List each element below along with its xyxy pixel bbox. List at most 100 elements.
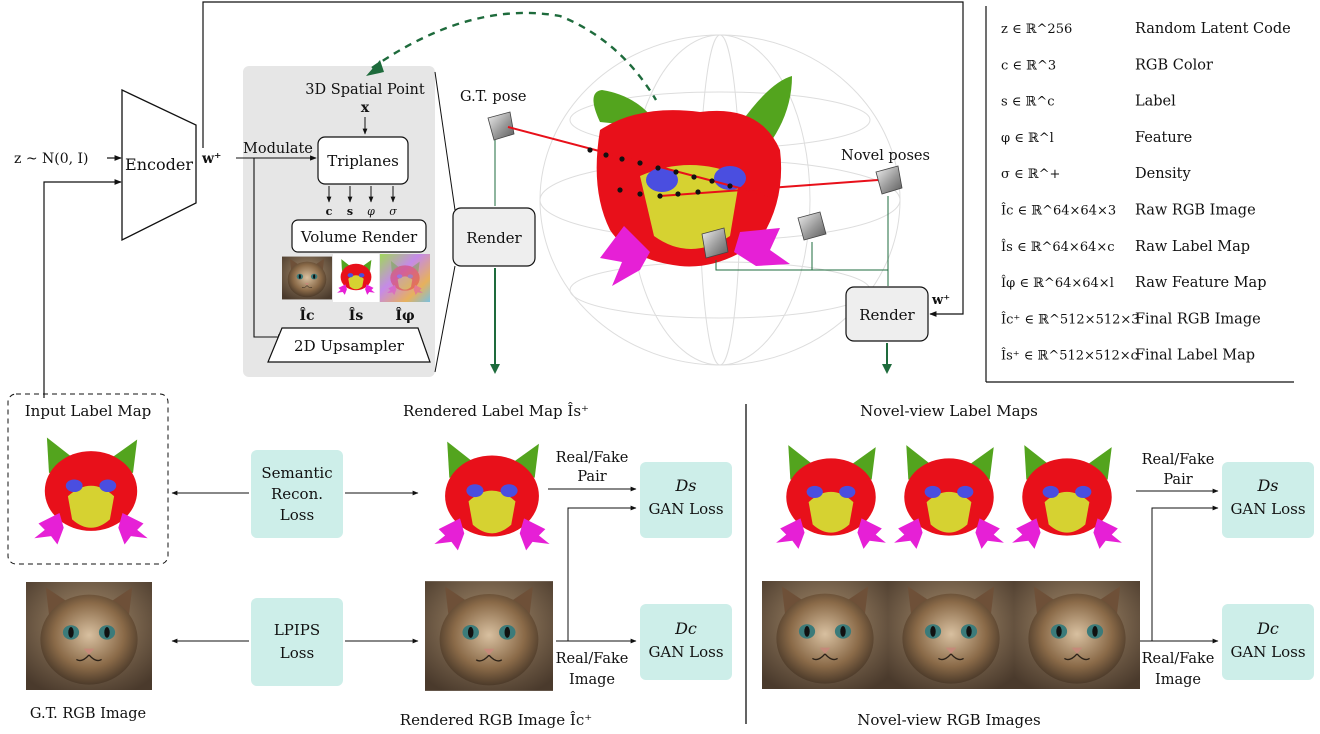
- legend-desc-0: Random Latent Code: [1135, 21, 1291, 37]
- real-fake-pair-left-2: Pair: [577, 469, 606, 485]
- dc-gan-loss-box-right: [1222, 604, 1314, 680]
- input-label-map-title: Input Label Map: [25, 402, 152, 420]
- legend-symbol-1: c ∈ ℝ^3: [1001, 58, 1056, 73]
- upsampler-label: 2D Upsampler: [294, 337, 405, 355]
- dc-label-left: Dc: [674, 619, 697, 638]
- dc-label-right: Dc: [1256, 619, 1279, 638]
- raw-label-map-label: Îs: [349, 306, 364, 324]
- lpips-loss-box: [251, 598, 343, 686]
- semantic-loss-line1: Semantic: [261, 464, 332, 482]
- w-plus-feedback-line: [202, 1, 964, 317]
- novel-poses-label: Novel poses: [841, 148, 930, 164]
- ds-label-right: Ds: [1256, 476, 1278, 495]
- novel-rgb-image-1: [762, 580, 888, 690]
- zoom-line-top: [434, 71, 456, 211]
- raw-feature-label: Îφ: [395, 306, 414, 324]
- lpips-loss-line2: Loss: [280, 644, 314, 662]
- gt-pose-label: G.T. pose: [460, 89, 526, 105]
- ds-gan-loss-box-right: [1222, 462, 1314, 538]
- camera-pose-icon: [701, 227, 729, 259]
- legend-symbol-0: z ∈ ℝ^256: [1001, 22, 1072, 37]
- novel-rgb-image-3: [1014, 580, 1140, 690]
- novel-label-map-1: [776, 445, 886, 549]
- feedback-arrowhead: [366, 60, 384, 76]
- render-block-right: [845, 286, 929, 342]
- novel-rgb-images-caption: Novel-view RGB Images: [857, 711, 1040, 729]
- real-fake-pair-right-2: Pair: [1163, 472, 1192, 488]
- rendered-label-map-image: [434, 441, 550, 551]
- scene-sphere: [539, 34, 901, 366]
- latent-z-label: z ~ N(0, I): [14, 151, 89, 167]
- real-fake-image-right-2: Image: [1155, 672, 1201, 688]
- render-label-left: Render: [466, 229, 522, 247]
- legend-desc-9: Final Label Map: [1135, 348, 1255, 364]
- real-fake-image-right-1: Real/Fake: [1142, 651, 1215, 667]
- label-map-icon: [333, 254, 379, 302]
- legend-desc-1: RGB Color: [1135, 57, 1213, 73]
- real-fake-pair-right-1: Real/Fake: [1142, 452, 1215, 468]
- legend-rows: z ∈ ℝ^256 Random Latent Code c ∈ ℝ^3 RGB Co…: [1001, 21, 1291, 364]
- legend-symbol-7: Îφ ∈ ℝ^64×64×l: [1001, 275, 1114, 291]
- ds-label-left: Ds: [674, 476, 696, 495]
- volume-render-label: Volume Render: [300, 228, 418, 246]
- w-plus-right-label: w⁺: [931, 293, 950, 308]
- gan-loss-ds-right: GAN Loss: [1230, 500, 1305, 518]
- volume-render-block: [291, 219, 427, 253]
- legend-desc-4: Density: [1135, 166, 1191, 182]
- legend-desc-5: Raw RGB Image: [1135, 203, 1256, 219]
- input-label-map-frame: [7, 393, 169, 565]
- feature-map-icon: [380, 254, 430, 302]
- upsampler-block: [267, 327, 431, 363]
- triplane-output-sigma: σ: [389, 205, 397, 218]
- ds-gan-loss-box-left: [640, 462, 732, 538]
- render-block-left: [452, 207, 536, 267]
- semantic-loss-line3: Loss: [280, 506, 314, 524]
- novel-label-map-2: [894, 445, 1004, 549]
- triplanes-block: [317, 136, 409, 185]
- gt-rgb-image: [26, 581, 152, 691]
- legend-symbol-6: Îs ∈ ℝ^64×64×c: [1001, 239, 1115, 255]
- legend-desc-8: Final RGB Image: [1135, 311, 1261, 327]
- real-fake-pair-left-1: Real/Fake: [556, 450, 629, 466]
- image-to-ds-arrow-left: [567, 505, 637, 641]
- novel-label-maps-caption: Novel-view Label Maps: [860, 402, 1038, 420]
- input-label-map-image: [34, 437, 148, 545]
- spatial-point-title: 3D Spatial Point: [305, 82, 425, 98]
- rendered-rgb-image: [425, 580, 553, 692]
- legend-symbol-4: σ ∈ ℝ^+: [1001, 167, 1060, 182]
- image-to-ds-arrow-right: [1151, 505, 1219, 641]
- triplane-output-phi: φ: [367, 205, 375, 218]
- semantic-loss-line2: Recon.: [271, 485, 323, 503]
- legend-desc-3: Feature: [1135, 130, 1192, 146]
- modulate-label: Modulate: [243, 141, 313, 157]
- rendered-label-map-caption: Rendered Label Map Îs⁺: [403, 402, 589, 420]
- dc-gan-loss-box-left: [640, 604, 732, 680]
- triplane-output-s: s: [347, 205, 353, 218]
- cat-photo-icon: [282, 256, 332, 300]
- w-plus-label: w⁺: [201, 151, 221, 167]
- real-fake-image-left-2: Image: [569, 672, 615, 688]
- encoder-label: Encoder: [125, 155, 193, 174]
- novel-pose-lines: [715, 196, 889, 286]
- legend-symbol-2: s ∈ ℝ^c: [1001, 95, 1055, 110]
- legend-desc-7: Raw Feature Map: [1135, 275, 1266, 291]
- modulate-to-upsampler-arrow: [253, 158, 285, 340]
- novel-label-map-3: [1012, 445, 1122, 549]
- real-fake-image-left-1: Real/Fake: [556, 651, 629, 667]
- gt-rgb-image-caption: G.T. RGB Image: [30, 706, 146, 722]
- legend-symbol-8: Îc⁺ ∈ ℝ^512×512×3: [1001, 311, 1140, 327]
- legend-desc-2: Label: [1135, 94, 1176, 110]
- camera-rays: [507, 126, 879, 199]
- gan-loss-dc-left: GAN Loss: [648, 643, 723, 661]
- triplane-output-arrows: [326, 186, 396, 203]
- semantic-loss-box: [251, 450, 343, 538]
- render-label-right: Render: [859, 306, 915, 324]
- legend-symbol-3: φ ∈ ℝ^l: [1001, 131, 1054, 146]
- camera-pose-icon: [797, 211, 827, 241]
- raw-rgb-label: Îc: [299, 306, 314, 324]
- triplane-output-c: c: [326, 205, 333, 218]
- encoder-block: [121, 88, 197, 242]
- camera-pose-icon: [487, 111, 515, 141]
- novel-rgb-image-2: [888, 580, 1014, 690]
- legend-symbol-9: Îs⁺ ∈ ℝ^512×512×c: [1001, 348, 1138, 364]
